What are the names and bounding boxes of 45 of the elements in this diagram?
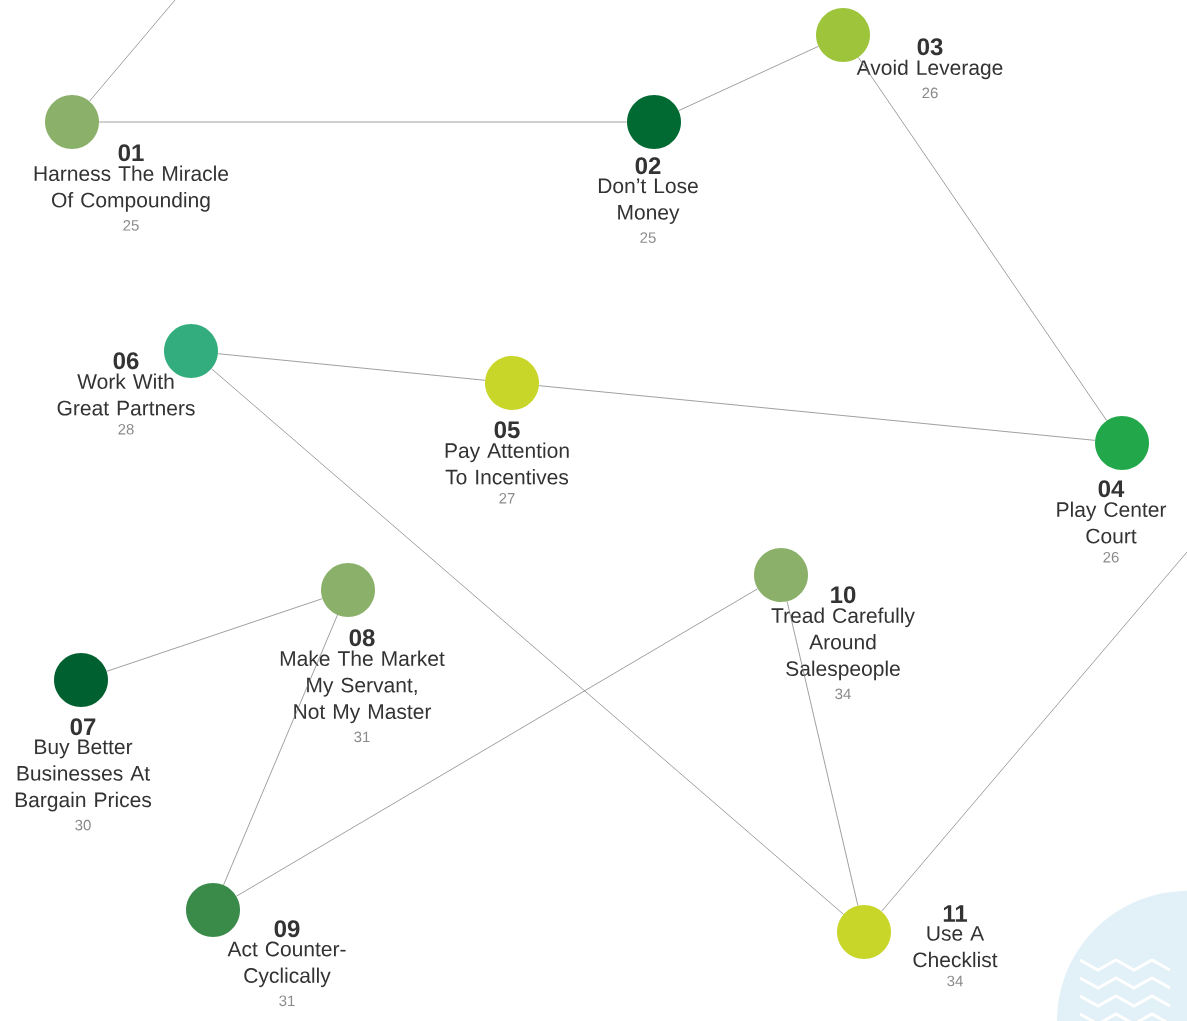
item-title: Use A Checklist xyxy=(913,926,998,968)
page-number: 31 xyxy=(279,995,295,1007)
page-number: 27 xyxy=(499,492,515,504)
item-number: 04 xyxy=(1098,480,1125,498)
connector-line xyxy=(538,385,1096,441)
page-number: 28 xyxy=(118,423,134,435)
item-title: Act Counter-Cyclically xyxy=(227,941,346,988)
connector-line xyxy=(236,588,758,897)
connector-line xyxy=(786,601,859,906)
page-number: 34 xyxy=(835,688,851,700)
connector-line xyxy=(881,551,1187,912)
connector-line xyxy=(858,57,1107,421)
item-number: 05 xyxy=(494,421,520,439)
page-number: 30 xyxy=(75,819,91,831)
page-number: 25 xyxy=(123,220,139,231)
item-number: 11 xyxy=(943,905,967,922)
item-title: Pay Attention To Incentives xyxy=(445,442,569,485)
item-number: 01 xyxy=(118,144,144,162)
connector-line xyxy=(98,121,628,123)
connector-line xyxy=(223,614,338,886)
item-title: Don’t Lose Money xyxy=(598,178,698,224)
connector-line xyxy=(89,0,176,102)
connector-line xyxy=(678,46,819,111)
connector-line xyxy=(106,598,323,672)
page-number: 25 xyxy=(640,232,656,243)
page-number: 26 xyxy=(922,87,938,99)
item-number: 03 xyxy=(917,38,943,56)
page-number: 34 xyxy=(947,975,963,987)
item-title: Make The Market My Servant, Not My Master xyxy=(280,650,445,724)
item-number: 09 xyxy=(274,920,300,938)
item-title: Play Center Court xyxy=(1057,501,1167,544)
item-number: 06 xyxy=(113,352,139,370)
item-title: Work With Great Partners xyxy=(57,373,195,416)
item-title: Harness The Miracle Of Compounding xyxy=(34,165,229,212)
connector-line xyxy=(211,368,844,915)
connector-line xyxy=(217,353,486,381)
item-number: 07 xyxy=(70,718,96,736)
page-number: 26 xyxy=(1103,551,1119,563)
page-number: 31 xyxy=(354,731,370,743)
item-title: Avoid Leverage xyxy=(856,59,1003,80)
item-number: 10 xyxy=(831,586,856,604)
item-number: 02 xyxy=(635,157,661,175)
item-title: Tread Carefully Around Salespeople xyxy=(771,607,915,681)
item-number: 08 xyxy=(349,629,375,647)
item-title: Buy Better Businesses At Bargain Prices xyxy=(15,739,152,812)
